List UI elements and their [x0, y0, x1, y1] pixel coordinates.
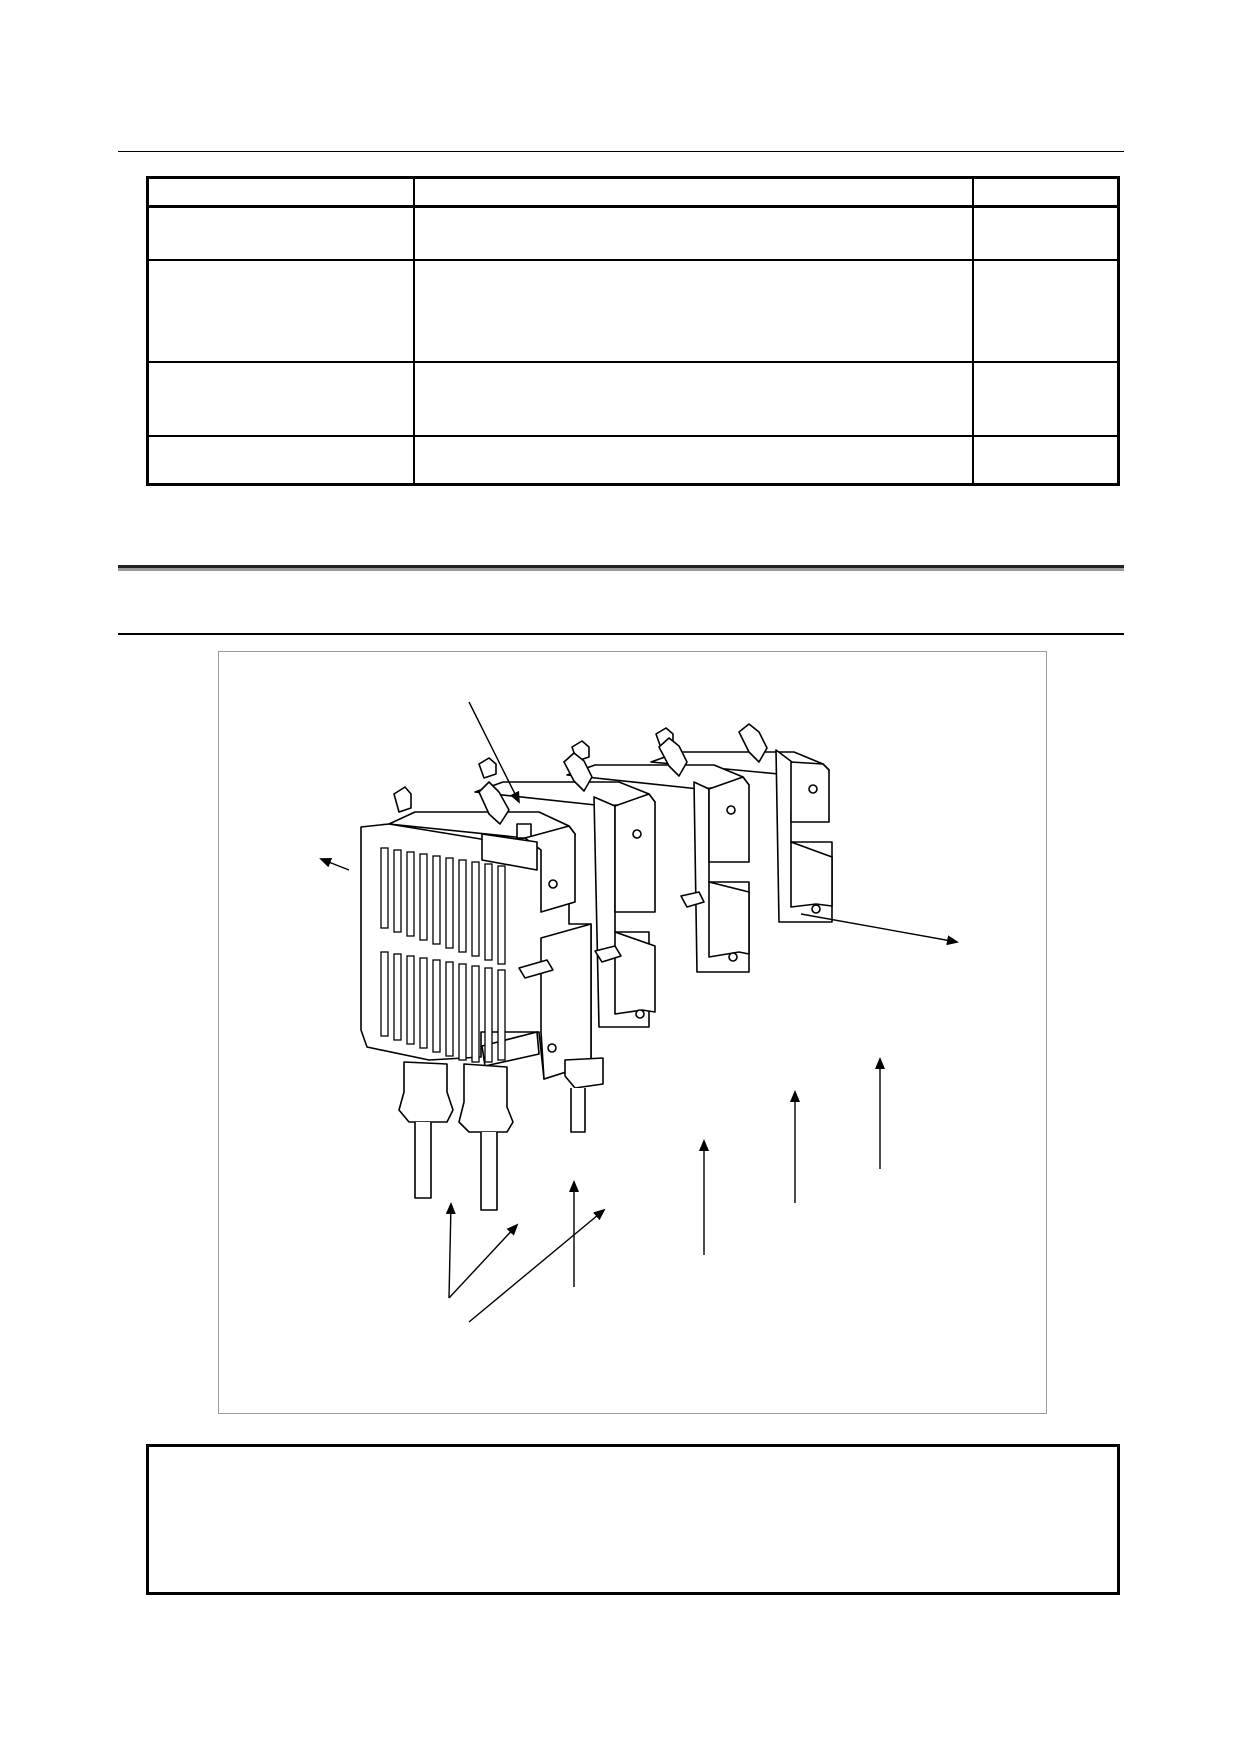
table-row-divider: [149, 259, 1117, 261]
connector-module-2: [474, 752, 656, 1028]
table-cell: [149, 437, 413, 483]
table-cell: [149, 261, 413, 361]
connector-module-4: [650, 723, 833, 923]
connector-figure: [218, 651, 1047, 1414]
section-rule-shadow: [118, 568, 1124, 571]
table-cell: [974, 208, 1117, 259]
table-header-cell: [974, 179, 1117, 205]
callout-leaders: [319, 701, 959, 1323]
spec-table: [146, 176, 1120, 486]
header-rule: [118, 151, 1124, 152]
connector-module-3: [566, 737, 750, 973]
table-row-divider: [149, 361, 1117, 363]
vent-slots: [380, 847, 506, 1063]
connector-module-1: [360, 781, 604, 1211]
table-cell: [415, 437, 972, 483]
table-cell: [415, 261, 972, 361]
table-header-cell: [149, 179, 413, 205]
table-column-divider: [413, 179, 415, 483]
table-cell: [149, 208, 413, 259]
section-rule: [118, 565, 1124, 568]
table-header-cell: [415, 179, 972, 205]
table-cell: [415, 363, 972, 435]
subsection-rule: [118, 633, 1124, 635]
connector-illustration: [319, 701, 959, 1323]
table-column-divider: [972, 179, 974, 483]
note-box: [146, 1444, 1120, 1595]
table-row-divider: [149, 435, 1117, 437]
table-cell: [974, 363, 1117, 435]
table-cell: [415, 208, 972, 259]
table-cell: [974, 261, 1117, 361]
table-header-divider: [149, 205, 1117, 208]
table-cell: [149, 363, 413, 435]
table-cell: [974, 437, 1117, 483]
